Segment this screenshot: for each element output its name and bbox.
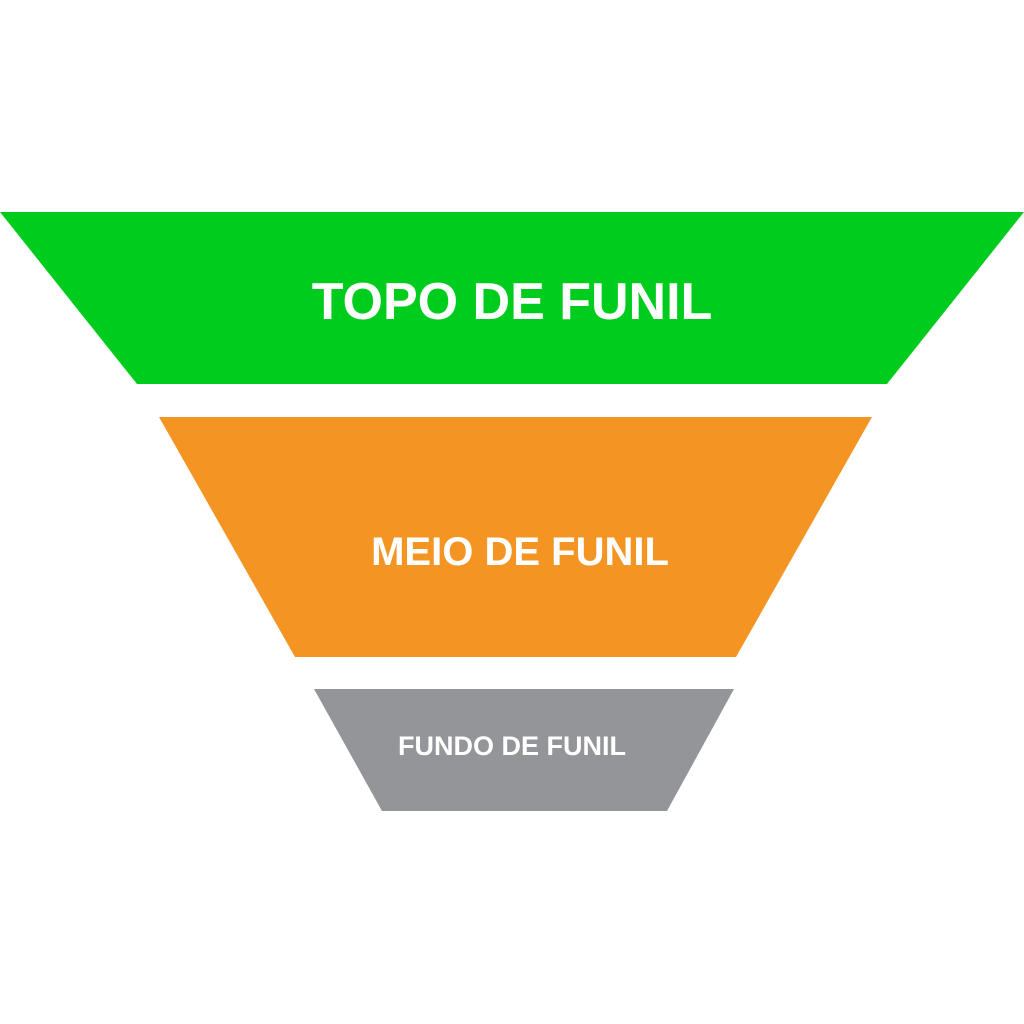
funnel-stage-top [0, 212, 1024, 384]
funnel-stage-bottom [314, 689, 734, 811]
funnel-stage-middle-label: MEIO DE FUNIL [371, 530, 669, 574]
funnel-stage-top-label: TOPO DE FUNIL [311, 273, 713, 331]
funnel-stage-middle [159, 417, 872, 657]
funnel-stage-bottom-label: FUNDO DE FUNIL [398, 731, 626, 761]
